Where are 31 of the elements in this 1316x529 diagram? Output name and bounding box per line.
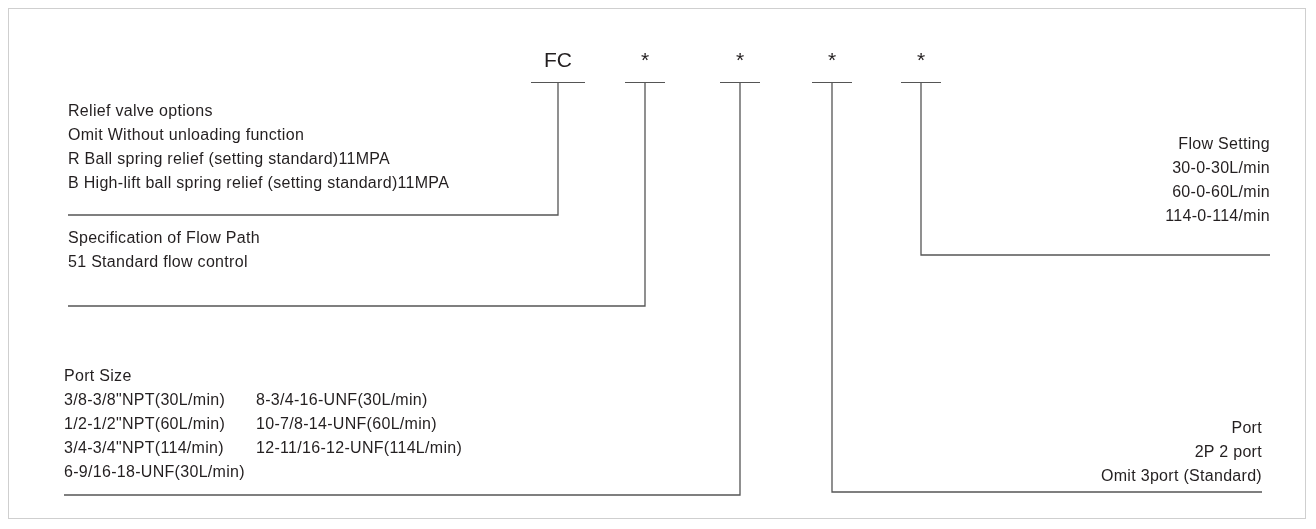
leader-line <box>63 82 741 496</box>
option-text: 30-0-30L/min <box>1171 158 1270 178</box>
option-text: 3/4-3/4"NPT(114/min) <box>64 438 225 458</box>
option-text: 51 Standard flow control <box>68 252 249 272</box>
leader-line <box>831 82 1263 493</box>
code-segment: * <box>901 48 941 83</box>
code-segment: * <box>625 48 665 83</box>
option-heading: Port <box>1230 418 1262 438</box>
option-text: Omit 3port (Standard) <box>1099 466 1262 486</box>
option-text: 12-11/16-12-UNF(114L/min) <box>256 438 464 458</box>
option-text: 1/2-1/2"NPT(60L/min) <box>64 414 227 434</box>
leader-line <box>67 82 646 307</box>
option-text: Omit Without unloading function <box>68 125 306 145</box>
code-segment: * <box>720 48 760 83</box>
option-text: 60-0-60L/min <box>1171 182 1270 202</box>
leader-line <box>67 82 559 216</box>
option-heading: Relief valve options <box>68 101 214 121</box>
option-heading: Specification of Flow Path <box>68 228 261 248</box>
option-text: 8-3/4-16-UNF(30L/min) <box>256 390 429 410</box>
option-heading: Port Size <box>64 366 133 386</box>
option-text: 6-9/16-18-UNF(30L/min) <box>64 462 246 482</box>
leader-line <box>920 82 1271 256</box>
option-text: 114-0-114/min <box>1164 206 1270 226</box>
option-text: B High-lift ball spring relief (setting standard)11MPA <box>68 173 451 193</box>
option-text: 3/8-3/8"NPT(30L/min) <box>64 390 227 410</box>
option-text: 2P 2 port <box>1193 442 1262 462</box>
code-segment: FC <box>531 48 585 83</box>
option-text: R Ball spring relief (setting standard)11MPA <box>68 149 392 169</box>
code-segment: * <box>812 48 852 83</box>
option-text: 10-7/8-14-UNF(60L/min) <box>256 414 438 434</box>
option-heading: Flow Setting <box>1177 134 1270 154</box>
